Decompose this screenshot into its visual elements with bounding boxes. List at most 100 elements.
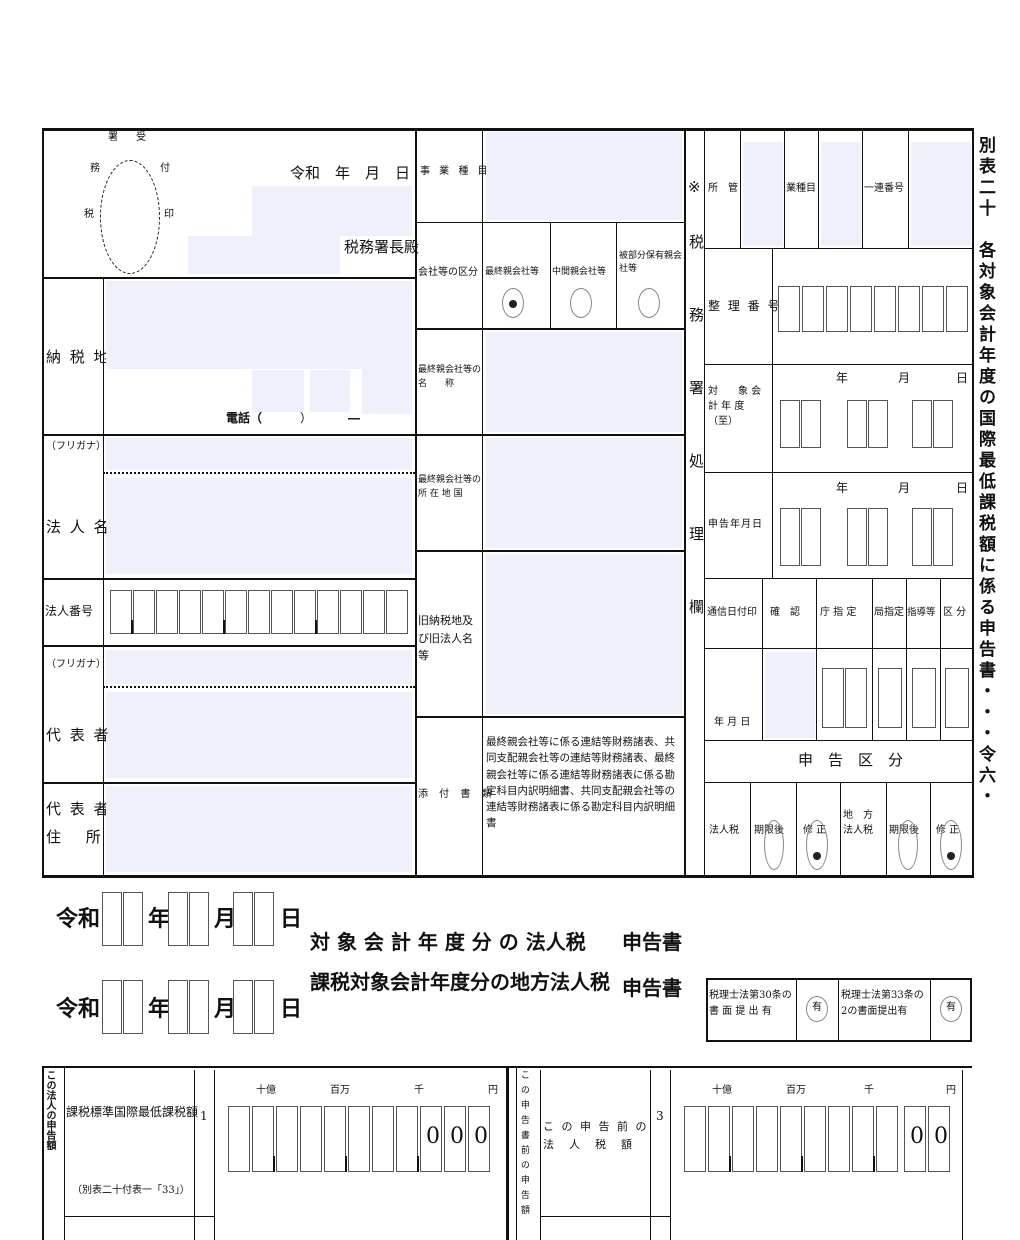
art30-yes[interactable] [806,996,828,1022]
corp-tax-label: 法人税 [709,825,739,836]
industry-input[interactable] [821,142,861,246]
phone-label: 電話（ [226,411,263,425]
month-2: 月 [214,996,237,1022]
stamp-char: 印 [164,209,174,220]
company-class-label: 会社等の区分 [418,267,478,278]
target-year-digit[interactable] [780,400,800,448]
business-type-label: 事 業 種 目 [420,166,491,177]
title-day-digit[interactable] [254,892,274,946]
confirm-input[interactable] [765,652,815,738]
serial-input[interactable] [911,142,971,246]
art30-label: 税理士法第30条の 書 面 提 出 有 [709,990,792,1017]
old-tax-place-label: 旧納税地及び旧法人名等 [418,614,473,663]
attachments-text: 最終親会社等に係る連結等財務諸表、共同支配親会社等の連結等財務諸表、最終親会社等… [486,736,675,830]
title-day-digit-2[interactable] [233,980,253,1034]
art33-yes-text: 有 [946,1002,956,1013]
rep-address-label-2: 住 所 [46,828,111,846]
filing-year-digit[interactable] [780,508,800,566]
bureau-box[interactable] [878,668,902,728]
furigana-label-2: （フリガナ） [46,659,106,670]
title-day-digit-2[interactable] [254,980,274,1034]
phone-area-input[interactable] [252,370,304,412]
rep-address-input[interactable] [106,786,412,872]
office-name-field[interactable] [252,186,412,236]
radio-intermediate[interactable] [570,288,592,318]
phone-dash: ― [348,411,360,425]
designation-box[interactable] [822,668,844,728]
target-day-digit[interactable] [933,400,953,448]
amended-radio[interactable] [806,820,828,870]
filing-year-digit[interactable] [801,508,821,566]
radio-final[interactable] [502,288,524,318]
target-day-digit[interactable] [912,400,932,448]
title-day-digit[interactable] [233,892,253,946]
final-parent-loc-input[interactable] [486,438,682,548]
final-parent-name-label: 最終親会社等の名 称 [418,365,482,389]
title-month-digit-2[interactable] [189,980,209,1034]
filing-month-digit[interactable] [847,508,867,566]
target-year-digit[interactable] [801,400,821,448]
class-option-final: 最終親会社等 [485,267,540,277]
art33-yes[interactable] [940,996,962,1022]
zero-digit: 0 [450,1124,464,1149]
unit-thousand: 千 [414,1085,424,1096]
tax-place-input[interactable] [106,281,412,369]
corp-number-label: 法人番号 [45,604,94,618]
filing-day-digit[interactable] [933,508,953,566]
office-designation-label: 庁 指 定 [820,607,857,618]
title-year-digit[interactable] [102,892,122,946]
rep-address-label-1: 代 表 者 [46,800,111,818]
row1-sub: （別表二十付表一「33」） [72,1185,190,1196]
stamp-char: 税 [84,209,94,220]
stamp-char: 受 [136,132,146,143]
title-year-digit-2[interactable] [102,980,122,1034]
designation-box[interactable] [845,668,867,728]
jurisdiction-input[interactable] [743,142,783,246]
filing-month-digit[interactable] [868,508,888,566]
old-tax-place-input[interactable] [486,554,682,714]
day-1: 日 [280,906,303,932]
title-month-digit[interactable] [168,892,188,946]
corp-name-kana-input[interactable] [106,438,412,470]
filing-day-digit[interactable] [912,508,932,566]
rep-kana-input[interactable] [106,650,412,684]
unit-billion-2: 十億 [712,1085,732,1096]
category-label: 区 分 [943,607,967,618]
guidance-box[interactable] [912,668,936,728]
phone-last-input[interactable] [362,368,412,414]
year-1: 年 [148,906,171,932]
title-year-digit-2[interactable] [123,980,143,1034]
side-title: 別表二十 各対象会計年度の国際最低課税額に係る申告書・・・令六・ [975,136,995,808]
title-month-digit[interactable] [189,892,209,946]
target-month-digit[interactable] [847,400,867,448]
tax-place-label: 納 税 地 [46,348,111,366]
radio-partial[interactable] [638,288,660,318]
month-label: 月 [898,371,911,385]
target-year-label: 対 象 会 計 年 度 （至） [708,386,762,427]
target-month-digit[interactable] [868,400,888,448]
title-line-1: 対 象 会 計 年 度 分 の 法人税 [310,930,586,954]
after-due-radio[interactable] [764,820,784,870]
day-label: 日 [956,371,969,385]
month-label-2: 月 [898,481,911,495]
final-parent-name-input[interactable] [486,332,682,432]
title-suffix-1: 申告書 [622,930,682,954]
row1-label: 課税標準国際最低課税額 [66,1105,199,1119]
corp-name-input[interactable] [106,478,412,574]
phone-mid-input[interactable] [310,370,350,412]
title-month-digit-2[interactable] [168,980,188,1034]
vertical-label-2: この申告書前の申告額 [518,1070,529,1220]
unit-yen: 円 [488,1085,498,1096]
amended-radio-2[interactable] [940,820,962,870]
year-2: 年 [148,996,171,1022]
category-box[interactable] [945,668,969,728]
business-type-input[interactable] [486,132,682,220]
rep-name-input[interactable] [106,692,412,778]
vertical-label-1: この法人の申告額 [44,1070,55,1150]
zero-digit: 0 [474,1124,488,1149]
office-name-field-2[interactable] [188,236,340,274]
day-2: 日 [280,996,303,1022]
title-year-digit[interactable] [123,892,143,946]
after-due-radio-2[interactable] [898,820,918,870]
art30-yes-text: 有 [812,1002,822,1013]
